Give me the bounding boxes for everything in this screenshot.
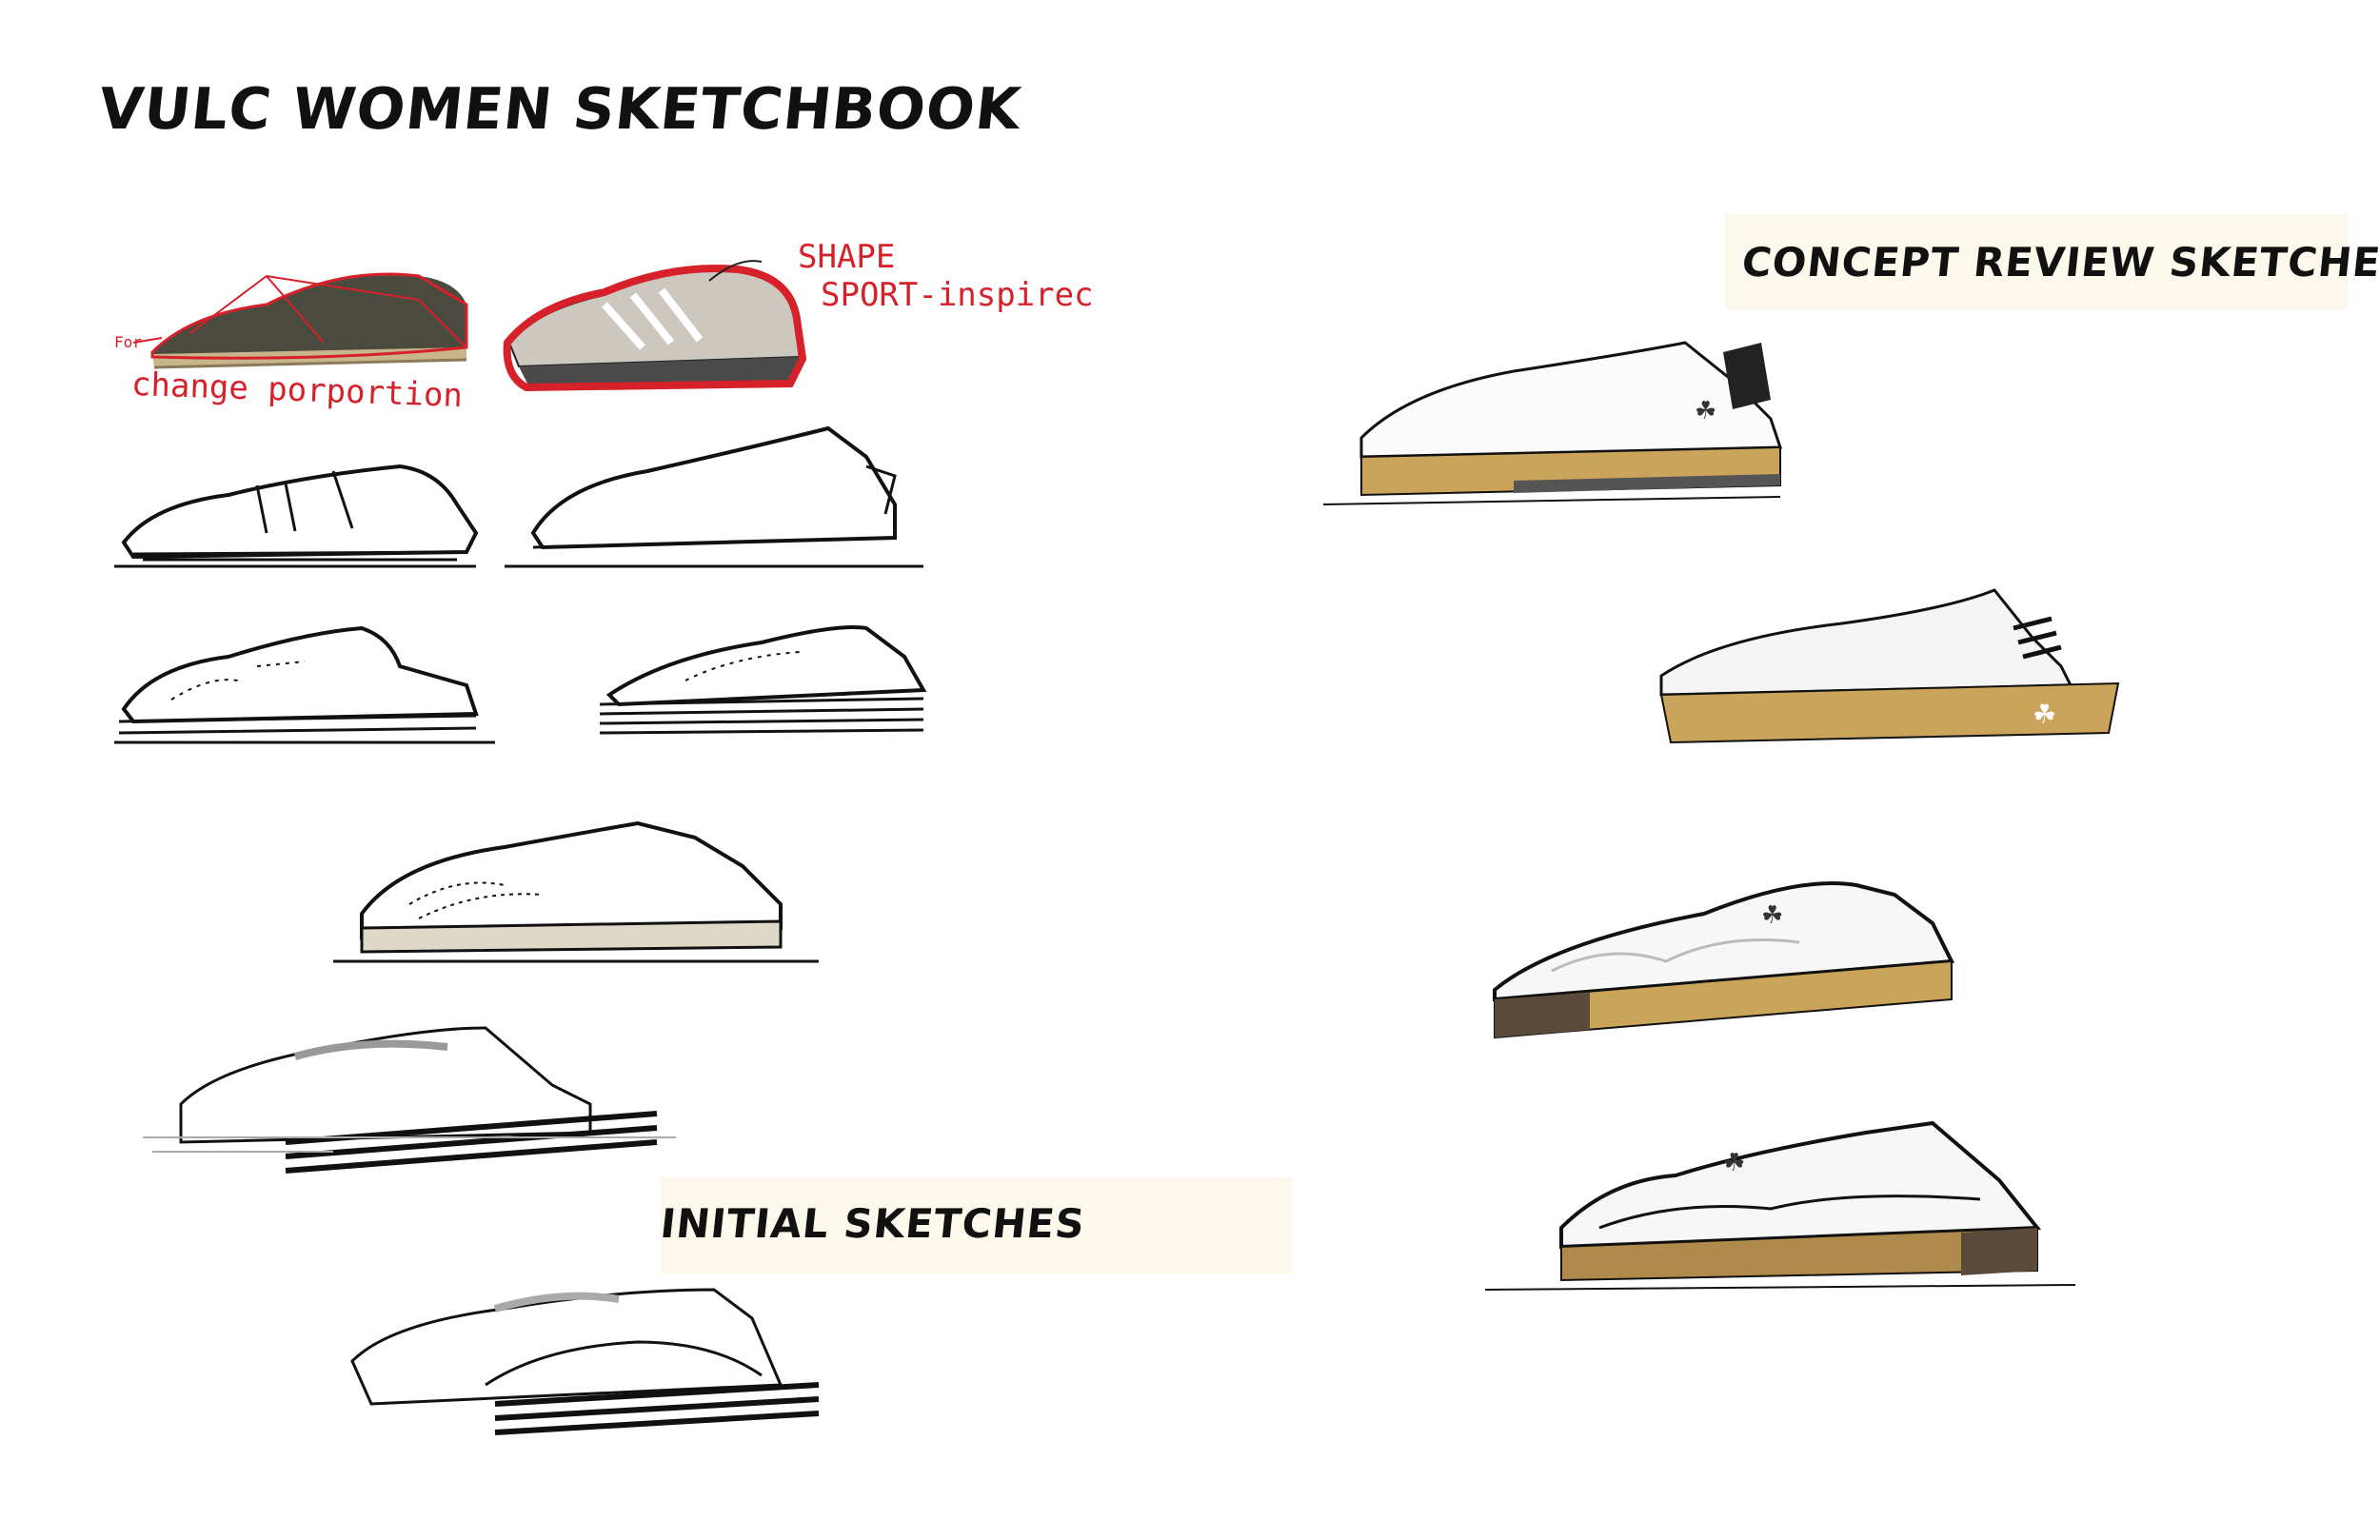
initial-sketch-2 (505, 425, 923, 568)
concept-sketch-1: ☘ (1322, 341, 1783, 505)
annotation-for: For (114, 333, 142, 351)
trefoil-logo-icon: ☘ (1695, 397, 1716, 425)
initial-sketch-1 (114, 464, 479, 568)
concept-review-label-text: CONCEPT REVIEW SKETCHES (1739, 239, 2380, 286)
trefoil-logo-icon: ☘ (1723, 1149, 1745, 1177)
initial-sketch-5 (333, 820, 819, 963)
concept-sketch-3: ☘ (1493, 881, 1955, 1039)
initial-sketch-4 (599, 625, 927, 735)
initial-sketches-label-text: INITIAL SKETCHES (658, 1200, 1088, 1247)
annotation-shape: SHAPE (798, 238, 896, 276)
initial-sketch-7 (350, 1288, 820, 1435)
initial-sketch-3 (114, 625, 495, 744)
initial-sketches-label: INITIAL SKETCHES (658, 1177, 1293, 1273)
page-title: VULC WOMEN SKETCHBOOK (95, 76, 1025, 143)
concept-sketch-2: ☘ (1659, 588, 2120, 744)
trefoil-logo-icon: ☘ (1761, 901, 1783, 930)
concept-review-label: CONCEPT REVIEW SKETCHES (1725, 214, 2380, 309)
concept-sketch-4: ☘ (1484, 1120, 2076, 1291)
initial-sketch-6 (143, 1026, 676, 1174)
reference-espadrille-photo (132, 272, 468, 369)
trefoil-logo-icon: ☘ (2033, 699, 2056, 730)
annotation-sport-inspired: SPORT-inspirec (821, 276, 1094, 314)
reference-sport-shoe-photo (503, 260, 807, 392)
